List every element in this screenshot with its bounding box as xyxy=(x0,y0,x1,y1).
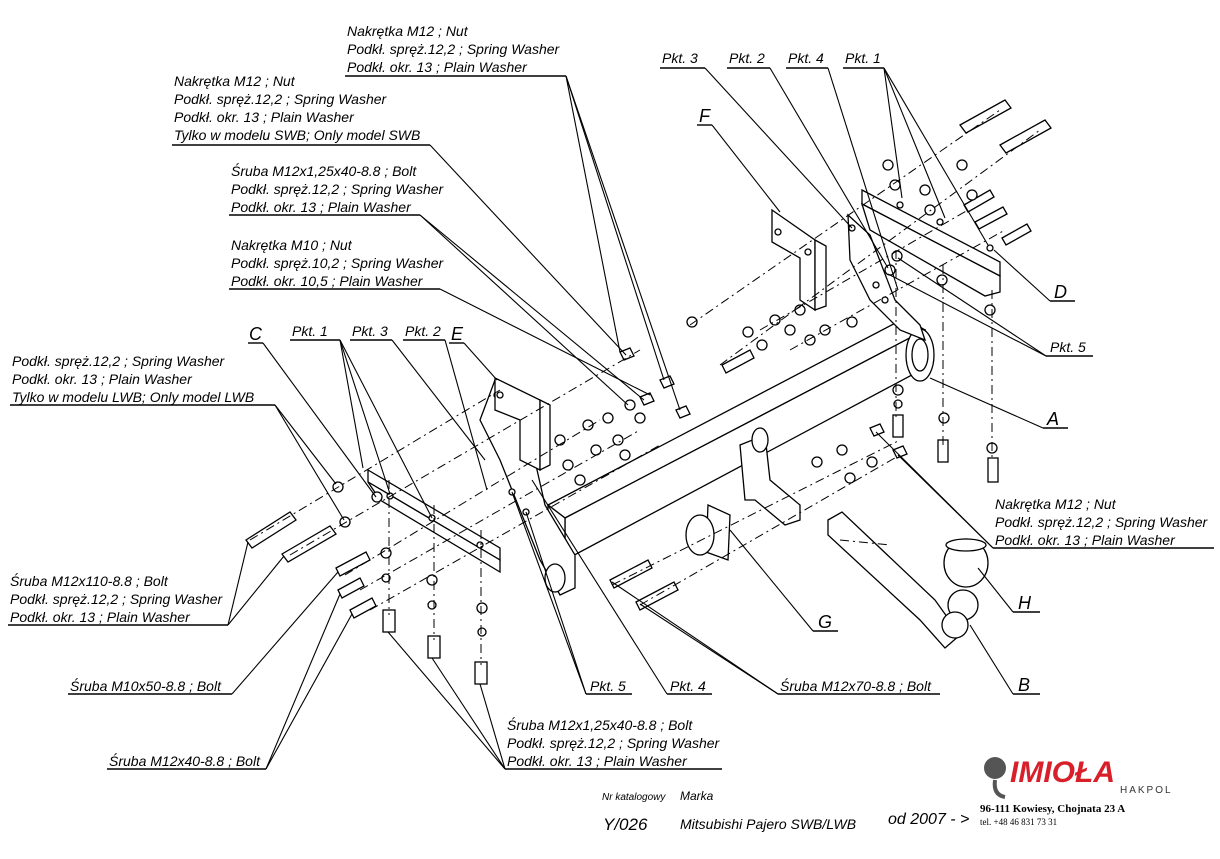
part-letter-E: E xyxy=(451,324,464,344)
point-label-pkt5-right: Pkt. 5 xyxy=(1050,339,1086,355)
callout-line: Śruba M12x1,25x40-8.8 ; Bolt xyxy=(507,716,693,733)
bracket-F xyxy=(771,208,827,312)
callout-bolt-m12x40: Śruba M12x40-8.8 ; Bolt xyxy=(109,752,261,769)
vehicle-make: Mitsubishi Pajero SWB/LWB xyxy=(680,816,856,832)
callout-line: Podkł. spręż.12,2 ; Spring Washer xyxy=(347,41,561,57)
point-label-pkt4-top: Pkt. 4 xyxy=(788,50,824,66)
callout-lwb-washer: Podkł. spręż.12,2 ; Spring Washer Podkł.… xyxy=(12,353,254,405)
brand-subtitle: HAKPOL xyxy=(1120,785,1173,796)
callout-line: Tylko w modelu SWB; Only model SWB xyxy=(174,127,420,143)
callout-line: Podkł. okr. 13 ; Plain Washer xyxy=(231,199,412,215)
leader-lines xyxy=(8,67,1214,770)
bracket-E xyxy=(494,376,551,472)
point-label-pkt5-bottom: Pkt. 5 xyxy=(590,678,626,694)
point-label-pkt1-top: Pkt. 1 xyxy=(845,50,881,66)
part-letter-C: C xyxy=(249,324,263,344)
callout-line: Podkł. okr. 13 ; Plain Washer xyxy=(995,532,1176,548)
callout-bolt-m12x70: Śruba M12x70-8.8 ; Bolt xyxy=(780,677,932,694)
socket-plate-G xyxy=(685,504,731,561)
catalog-label: Nr katalogowy xyxy=(602,792,666,803)
callout-line: Podkł. spręż.12,2 ; Spring Washer xyxy=(507,735,721,751)
point-label-pkt4-bottom: Pkt. 4 xyxy=(670,678,706,694)
bolts-right xyxy=(609,99,1052,611)
point-label-pkt3-left: Pkt. 3 xyxy=(352,323,388,339)
ball-neck-B xyxy=(827,511,979,649)
callout-line: Podkł. okr. 13 ; Plain Washer xyxy=(347,59,528,75)
callout-line: Podkł. spręż.12,2 ; Spring Washer xyxy=(10,591,224,607)
bolts-left xyxy=(245,511,488,685)
model-year-from: od 2007 - > xyxy=(888,811,969,828)
callout-line: Podkł. okr. 13 ; Plain Washer xyxy=(174,109,355,125)
ball-cover-H xyxy=(943,538,989,588)
callout-line: Tylko w modelu LWB; Only model LWB xyxy=(12,389,254,405)
callout-bolt-m12x110: Śruba M12x110-8.8 ; Bolt Podkł. spręż.12… xyxy=(10,572,224,625)
washers-and-nuts xyxy=(332,159,998,637)
callout-line: Podkł. spręż.12,2 ; Spring Washer xyxy=(174,91,388,107)
callout-line: Podkł. okr. 13 ; Plain Washer xyxy=(12,371,193,387)
callout-bolt-m10x50: Śruba M10x50-8.8 ; Bolt xyxy=(70,677,222,694)
part-letter-F: F xyxy=(699,106,711,126)
point-label-pkt1-left: Pkt. 1 xyxy=(292,323,328,339)
point-label-pkt2-left: Pkt. 2 xyxy=(405,323,441,339)
make-label: Marka xyxy=(680,789,714,803)
callout-line: Nakrętka M12 ; Nut xyxy=(995,496,1117,512)
part-letter-H: H xyxy=(1018,593,1032,613)
point-label-pkt2-top: Pkt. 2 xyxy=(729,50,765,66)
callout-swb-nut: Nakrętka M12 ; Nut Podkł. spręż.12,2 ; S… xyxy=(174,73,420,143)
callout-line: Nakrętka M10 ; Nut xyxy=(231,237,353,253)
callout-bottom-bolt: Śruba M12x1,25x40-8.8 ; Bolt Podkł. sprę… xyxy=(507,716,721,769)
part-letter-G: G xyxy=(818,612,832,632)
part-letter-D: D xyxy=(1054,282,1067,302)
callout-line: Podkł. spręż.10,2 ; Spring Washer xyxy=(231,255,445,271)
callout-nut-m10: Nakrętka M10 ; Nut Podkł. spręż.10,2 ; S… xyxy=(231,237,445,289)
right-side-bracket xyxy=(847,213,927,342)
callout-line: Podkł. spręż.12,2 ; Spring Washer xyxy=(12,353,226,369)
part-letter-A: A xyxy=(1046,409,1059,429)
callout-line: Podkł. okr. 10,5 ; Plain Washer xyxy=(231,273,424,289)
callout-line: Śruba M12x110-8.8 ; Bolt xyxy=(10,572,169,589)
company-phone: tel. +48 46 831 73 31 xyxy=(980,817,1057,827)
imiola-logo: IMIOŁA HAKPOL xyxy=(984,756,1173,799)
company-address: 96-111 Kowiesy, Chojnata 23 A xyxy=(980,803,1125,815)
callout-line: Nakrętka M12 ; Nut xyxy=(347,23,469,39)
callout-line: Nakrętka M12 ; Nut xyxy=(174,73,296,89)
callout-line: Podkł. spręż.12,2 ; Spring Washer xyxy=(995,514,1209,530)
assembly-axes xyxy=(249,109,1041,665)
callout-line: Śruba M12x1,25x40-8.8 ; Bolt xyxy=(231,162,417,179)
point-label-pkt3-top: Pkt. 3 xyxy=(662,50,698,66)
callout-right-nut: Nakrętka M12 ; Nut Podkł. spręż.12,2 ; S… xyxy=(995,496,1209,548)
catalog-number: Y/026 xyxy=(603,815,648,834)
part-letter-B: B xyxy=(1018,675,1030,695)
callout-bolt-m12x125: Śruba M12x1,25x40-8.8 ; Bolt Podkł. sprę… xyxy=(231,162,445,215)
callout-line: Podkł. spręż.12,2 ; Spring Washer xyxy=(231,181,445,197)
tow-ball-mount xyxy=(739,427,801,526)
callout-top-nut: Nakrętka M12 ; Nut Podkł. spręż.12,2 ; S… xyxy=(347,23,561,75)
callout-line: Podkł. okr. 13 ; Plain Washer xyxy=(507,753,688,769)
callout-line: Podkł. okr. 13 ; Plain Washer xyxy=(10,609,191,625)
brand-name: IMIOŁA xyxy=(1010,756,1115,789)
